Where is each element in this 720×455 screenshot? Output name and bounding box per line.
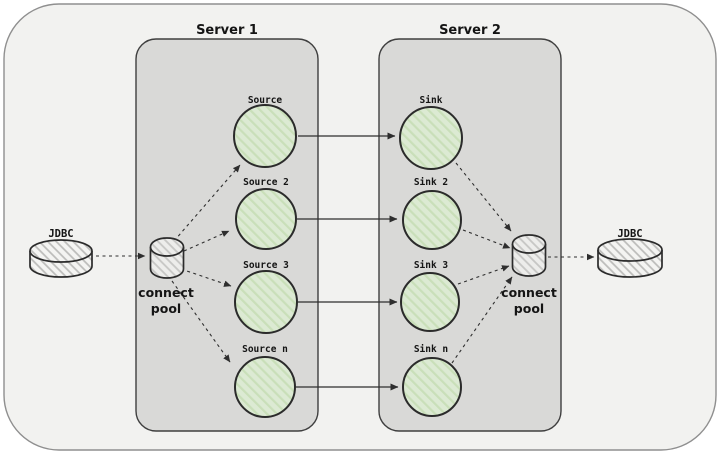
node-sink-1: Sink xyxy=(399,95,463,170)
connect-pool-right-label-1: connect xyxy=(501,285,557,300)
edges-dashed-left xyxy=(96,164,241,363)
outer-boundary xyxy=(3,3,717,451)
database-jdbc-right: JDBC xyxy=(597,228,663,278)
connect-pool-left-label-1: connect xyxy=(138,285,194,300)
server2-label: Server 2 xyxy=(439,23,501,38)
node-sink-2-label: Sink 2 xyxy=(414,177,448,188)
edge-sink2-pool xyxy=(462,229,511,249)
node-sink-3: Sink 3 xyxy=(400,260,460,332)
node-sink-2: Sink 2 xyxy=(402,177,462,250)
edge-pool-source2 xyxy=(183,230,230,252)
node-source-1: Source xyxy=(233,95,297,168)
connect-pool-right-label-2: pool xyxy=(514,301,544,316)
connect-pool-right-top xyxy=(511,234,547,254)
node-sink-n-label: Sink n xyxy=(414,344,448,355)
database-jdbc-left-top xyxy=(29,239,93,263)
node-source-1-label: Source xyxy=(248,95,283,106)
node-source-3-label: Source 3 xyxy=(243,260,289,271)
node-source-n-circle xyxy=(234,356,296,418)
node-sink-3-circle xyxy=(400,272,460,332)
node-source-2-label: Source 2 xyxy=(243,177,289,188)
node-sink-2-circle xyxy=(402,190,462,250)
connect-pool-left: connect pool xyxy=(138,237,194,316)
edge-sinkn-pool xyxy=(451,276,513,364)
node-source-3-circle xyxy=(234,270,298,334)
node-sink-1-label: Sink xyxy=(420,95,443,106)
connect-pool-left-top xyxy=(149,237,185,257)
node-source-n-label: Source n xyxy=(242,344,288,355)
edge-sink-pool xyxy=(455,162,512,232)
connect-pool-right: connect pool xyxy=(501,234,557,316)
database-jdbc-left-label: JDBC xyxy=(48,228,73,240)
edge-pool-source3 xyxy=(180,268,232,287)
database-jdbc-left: JDBC xyxy=(29,228,93,278)
node-sink-1-circle xyxy=(399,106,463,170)
node-sink-3-label: Sink 3 xyxy=(414,260,449,271)
edges-solid xyxy=(296,132,399,391)
node-source-3: Source 3 xyxy=(234,260,298,334)
node-source-2: Source 2 xyxy=(235,177,297,250)
node-sink-n-circle xyxy=(402,357,462,417)
edge-sink3-pool xyxy=(457,265,510,285)
node-source-n: Source n xyxy=(234,344,296,418)
database-jdbc-right-top xyxy=(597,238,663,262)
edges-dashed-right xyxy=(451,162,595,364)
database-jdbc-right-label: JDBC xyxy=(617,228,642,240)
connect-pool-left-label-2: pool xyxy=(151,301,181,316)
node-sink-n: Sink n xyxy=(402,344,462,417)
server1-label: Server 1 xyxy=(196,23,258,38)
node-source-2-circle xyxy=(235,188,297,250)
node-source-1-circle xyxy=(233,104,297,168)
